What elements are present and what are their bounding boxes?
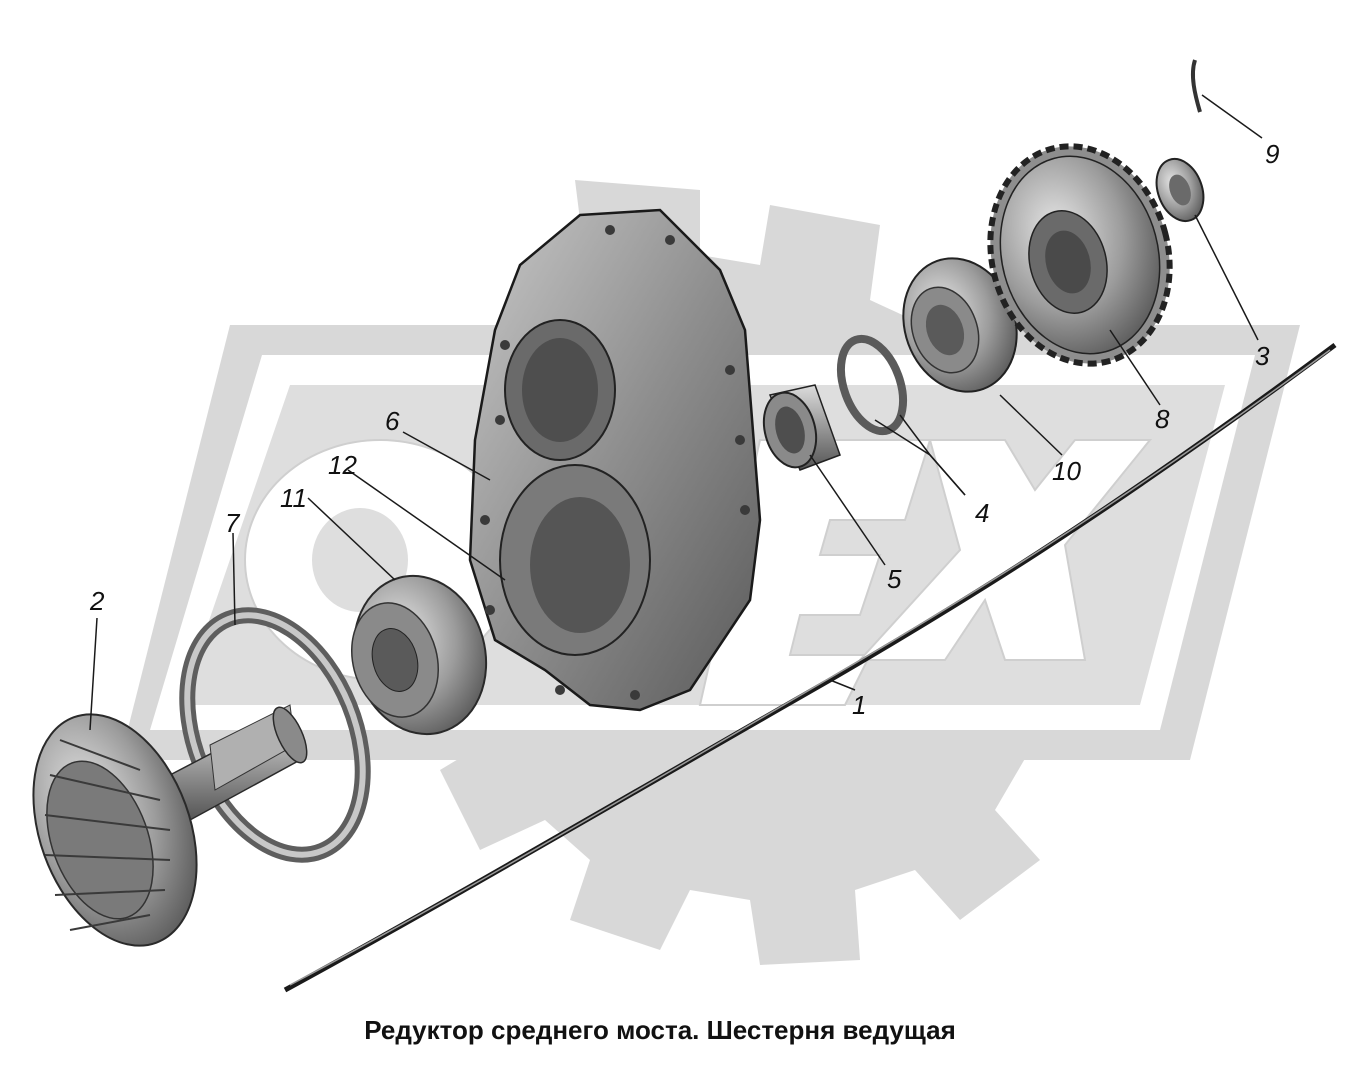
callout-5: 5 bbox=[887, 564, 902, 594]
part-nut bbox=[1155, 158, 1205, 222]
leader-12 bbox=[347, 469, 506, 581]
part-cotter-pin bbox=[1190, 59, 1202, 113]
leader-7 bbox=[232, 532, 236, 626]
diagram-caption: Редуктор среднего моста. Шестерня ведуща… bbox=[364, 1015, 956, 1045]
callout-2: 2 bbox=[90, 586, 105, 616]
callout-1: 1 bbox=[852, 690, 867, 720]
leader-4b bbox=[874, 419, 966, 496]
leader-8 bbox=[1109, 329, 1161, 406]
part-reducer-housing bbox=[468, 208, 762, 712]
part-drive-pinion bbox=[32, 704, 308, 947]
part-ball-bearing bbox=[902, 257, 1018, 393]
leader-11 bbox=[307, 497, 396, 581]
callout-3: 3 bbox=[1255, 341, 1270, 371]
leader-9 bbox=[1201, 94, 1263, 139]
callout-12: 12 bbox=[328, 450, 357, 480]
callout-7: 7 bbox=[225, 508, 240, 538]
leader-2 bbox=[89, 617, 98, 731]
leader-5 bbox=[809, 454, 886, 566]
callout-9: 9 bbox=[1265, 139, 1280, 169]
callout-11: 11 bbox=[280, 483, 307, 513]
leader-3 bbox=[1194, 214, 1259, 341]
leader-6 bbox=[402, 431, 491, 481]
callout-10: 10 bbox=[1052, 456, 1081, 486]
part-snap-ring bbox=[836, 334, 908, 436]
part-driven-gear bbox=[987, 143, 1173, 367]
callout-8: 8 bbox=[1155, 404, 1170, 434]
part-sleeve bbox=[762, 384, 841, 471]
leader-10 bbox=[999, 394, 1063, 456]
callout-6: 6 bbox=[385, 406, 400, 436]
callout-4: 4 bbox=[975, 498, 990, 528]
leader-1 bbox=[829, 679, 856, 691]
leader-lines bbox=[89, 94, 1263, 731]
part-roller-bearing-small bbox=[350, 574, 488, 736]
